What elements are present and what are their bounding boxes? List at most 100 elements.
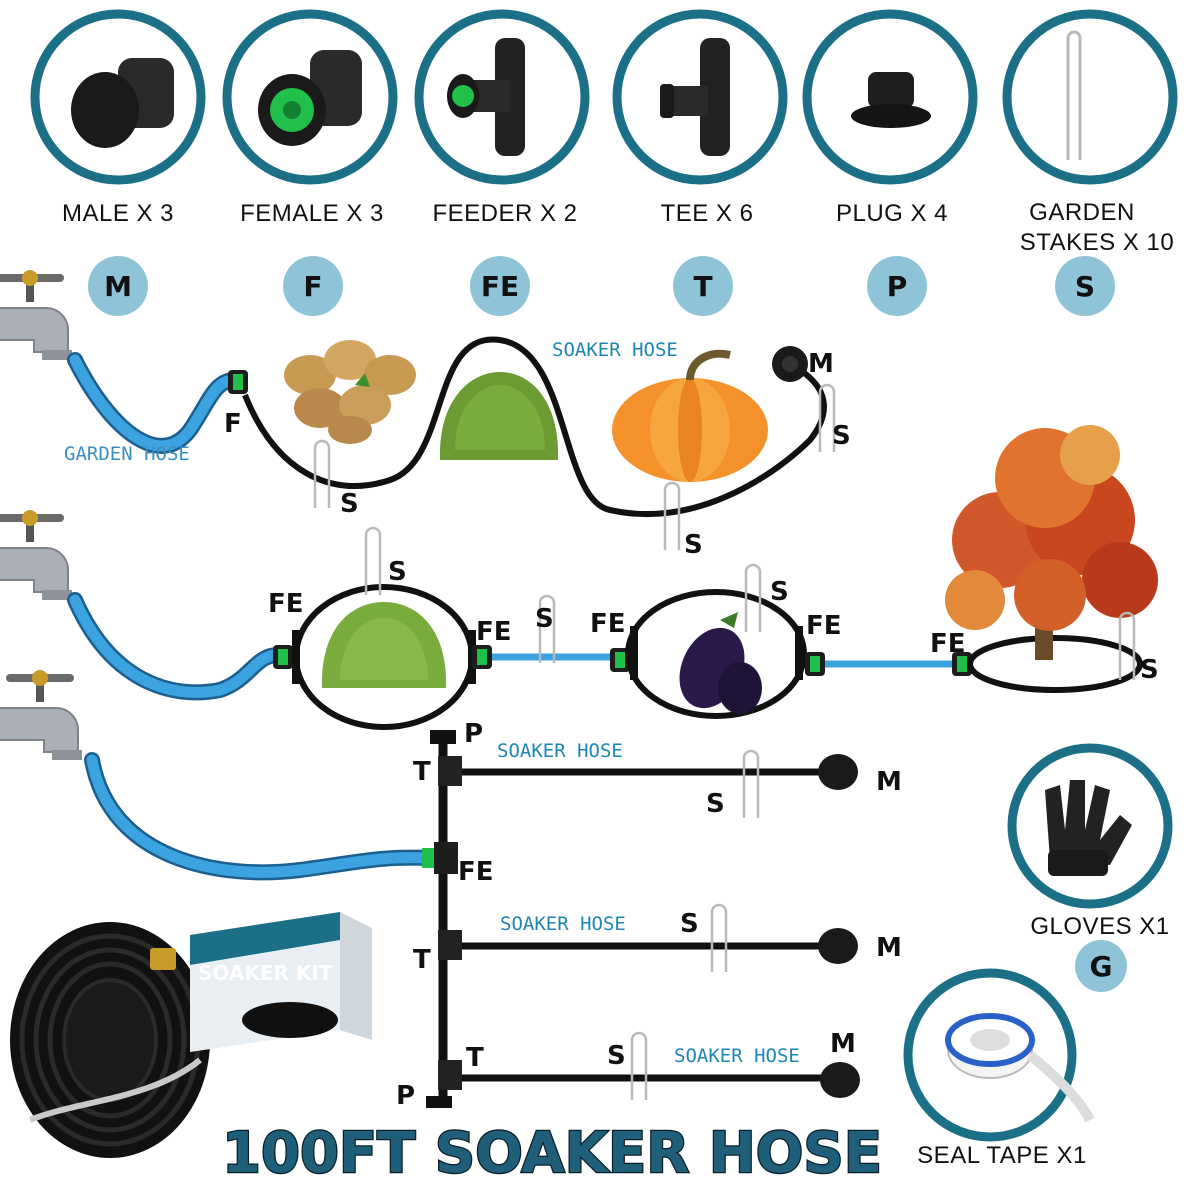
part-ring — [903, 968, 1077, 1142]
code-label: M — [876, 933, 902, 963]
code-label: S — [340, 489, 359, 519]
code-label: S — [706, 789, 725, 819]
part-ring — [1002, 9, 1178, 185]
code-label: T — [413, 945, 431, 975]
part-label: PLUG X 4 — [836, 200, 948, 227]
code-badge-text: G — [1090, 950, 1113, 983]
code-label: S — [1140, 655, 1159, 685]
extra-label: SEAL TAPE X1 — [917, 1142, 1087, 1169]
garden-hose — [69, 354, 241, 452]
part-ring — [802, 9, 978, 185]
code-label: S — [388, 557, 407, 587]
plug-icon — [426, 1096, 452, 1108]
tee-connector-icon — [660, 38, 730, 156]
code-label: FE — [590, 609, 626, 639]
male-connector-icon — [818, 928, 858, 964]
male-connector-icon — [818, 754, 858, 790]
soaker-hose-label: SOAKER HOSE — [552, 339, 678, 361]
code-badge — [673, 256, 733, 316]
product-box-title: SOAKER KIT — [198, 961, 333, 985]
garden-stake-icon — [1066, 30, 1082, 160]
part-male: MALE X 3 M — [30, 9, 206, 316]
code-badge — [1075, 940, 1127, 992]
extra-gloves: GLOVES X1 G — [1007, 743, 1173, 992]
tee-connector-icon — [438, 1060, 462, 1090]
code-badge — [470, 256, 530, 316]
shrub-icon — [321, 602, 447, 688]
garden-hose-label: GARDEN HOSE — [64, 443, 190, 465]
garden-stake-icon — [710, 903, 728, 974]
part-feeder: FEEDER X 2 FE — [414, 9, 590, 316]
pumpkin-icon — [612, 349, 768, 482]
code-badge-text: F — [303, 270, 322, 303]
part-ring — [1007, 743, 1173, 909]
code-label: T — [466, 1043, 484, 1073]
part-ring — [30, 9, 206, 185]
part-garden-stakes: GARDEN STAKES X 10 S — [1002, 9, 1178, 316]
code-badge — [1055, 256, 1115, 316]
layout-rings: FE FE S S FE FE S FE — [0, 425, 1159, 730]
feeder-connector-icon — [805, 652, 825, 676]
male-connector-icon — [71, 58, 174, 148]
code-badge — [867, 256, 927, 316]
soaker-hose-ring — [967, 635, 1143, 693]
code-label: FE — [930, 629, 966, 659]
extra-seal-tape: SEAL TAPE X1 — [903, 968, 1095, 1169]
code-label: P — [464, 719, 483, 749]
autumn-tree-icon — [945, 425, 1158, 660]
headline: 100FT SOAKER HOSE — [222, 1121, 882, 1186]
faucet-icon — [0, 269, 73, 361]
product-box-icon: SOAKER KIT — [190, 912, 372, 1052]
tee-connector-icon — [438, 930, 462, 960]
female-connector-icon — [258, 50, 362, 146]
female-connector-icon — [228, 370, 248, 394]
male-connector-icon — [820, 1062, 860, 1098]
code-label: S — [684, 530, 703, 560]
code-badge — [283, 256, 343, 316]
feeder-connector-icon — [273, 645, 293, 669]
part-label: MALE X 3 — [62, 200, 174, 227]
layout-manifold: P P FE T SOAKER HOSE M S T SOAKER HOSE M… — [0, 669, 902, 1111]
code-label: FE — [806, 611, 842, 641]
soaker-hose-ring — [625, 589, 807, 719]
garden-stake-icon — [630, 1031, 648, 1102]
part-label: TEE X 6 — [661, 200, 754, 227]
feeder-connector-icon — [472, 645, 492, 669]
seal-tape-icon — [945, 1013, 1095, 1123]
part-tee: TEE X 6 T — [612, 9, 788, 316]
code-label: M — [830, 1029, 856, 1059]
faucet-icon — [0, 509, 73, 601]
layout-serpentine: GARDEN HOSE F SOAKER HOSE M — [0, 269, 851, 560]
soaker-hose — [242, 336, 827, 517]
part-label: FEMALE X 3 — [240, 200, 384, 227]
part-label: STAKES X 10 — [1020, 229, 1174, 256]
code-label: M — [808, 349, 834, 379]
code-badge-text: T — [693, 270, 712, 303]
part-plug: PLUG X 4 P — [802, 9, 978, 316]
garden-hose — [86, 754, 436, 878]
code-label: S — [832, 421, 851, 451]
code-label: FE — [458, 857, 494, 887]
code-label: M — [876, 767, 902, 797]
garden-hose — [69, 594, 284, 698]
code-badge-text: S — [1075, 270, 1095, 303]
part-label: GARDEN — [1029, 199, 1135, 226]
feeder-connector-icon — [447, 38, 525, 156]
code-label: T — [413, 757, 431, 787]
potatoes-icon — [284, 340, 416, 444]
code-badge-text: M — [104, 270, 132, 303]
plug-icon — [430, 730, 456, 744]
part-ring — [222, 9, 398, 185]
code-badge-text: P — [887, 270, 908, 303]
gloves-icon — [1045, 780, 1132, 876]
code-label: S — [535, 604, 554, 634]
garden-stake-icon — [313, 439, 331, 510]
tee-connector-icon — [438, 756, 462, 786]
part-female: FEMALE X 3 F — [222, 9, 398, 316]
part-ring — [612, 9, 788, 185]
hose-coil-icon — [10, 922, 210, 1158]
code-label: P — [396, 1081, 415, 1111]
plug-icon — [851, 72, 931, 128]
soaker-hose-label: SOAKER HOSE — [674, 1045, 800, 1067]
